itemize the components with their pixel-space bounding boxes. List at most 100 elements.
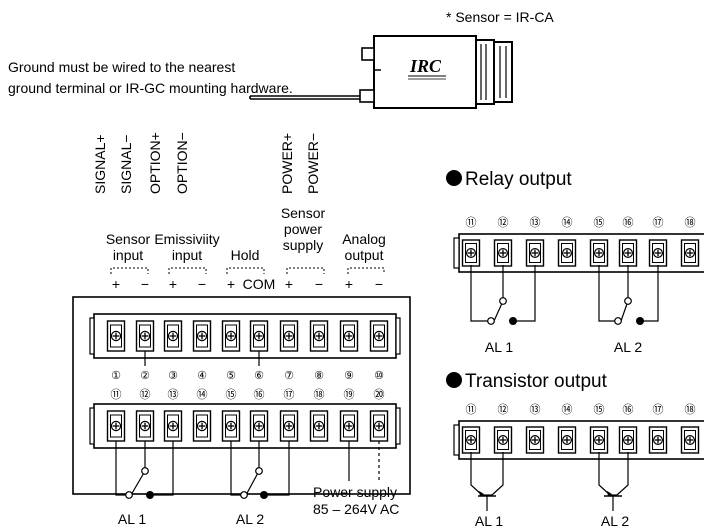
transistor-terminal-block (453, 420, 704, 460)
terminal-number: ⑯ (254, 388, 265, 401)
terminal-numbers-bottom: ⑪ ⑫ ⑬ ⑭ ⑮ ⑯ ⑰ ⑱ ⑲ ⑳ (111, 388, 385, 401)
screw-terminal (369, 320, 389, 352)
screw-terminal (618, 426, 638, 454)
group-hold: Hold (231, 247, 260, 263)
relay-alarm-label-1: AL 1 (485, 339, 513, 355)
screw-terminal (618, 239, 638, 267)
screw-terminal (221, 320, 241, 352)
sensor-note: * Sensor = IR-CA (446, 9, 554, 25)
cable-label-power-plus: POWER+ (279, 133, 295, 194)
group-label-line: power (284, 221, 322, 237)
screw-terminal (249, 320, 269, 352)
terminal-block (72, 296, 411, 495)
group-label-line: output (345, 247, 384, 263)
screw-terminal (493, 426, 513, 454)
screw-terminal (135, 320, 155, 352)
group-label-line: Analog (342, 231, 386, 247)
terminal-number: ⑰ (653, 216, 664, 229)
screw-terminal (557, 426, 577, 454)
group-label-line: Emissiviity (154, 231, 219, 247)
screw-terminal (589, 426, 609, 454)
group-emissivity-input: Emissiviity input (154, 231, 219, 263)
terminal-number: ⑳ (374, 388, 385, 401)
relay-wiring (470, 265, 659, 322)
terminal-number: ⑬ (530, 216, 541, 229)
screw-terminal (557, 239, 577, 267)
sensor-logo: IRC (409, 56, 442, 76)
screw-terminal (106, 410, 126, 442)
transistor-title: Transistor output (465, 371, 608, 392)
screw-terminal (525, 426, 545, 454)
terminal-number: ③ (168, 370, 178, 382)
terminal-number: ⑱ (685, 403, 696, 416)
relay-terminal-block (453, 233, 704, 273)
screw-terminal (369, 410, 389, 442)
relay-contacts (487, 297, 644, 325)
group-label-line: Sensor (106, 231, 151, 247)
screw-terminal (221, 410, 241, 442)
screw-terminal (339, 410, 359, 442)
relay-alarm-label-2: AL 2 (614, 339, 642, 355)
screw-terminal (648, 426, 668, 454)
screw-terminal (339, 320, 359, 352)
terminal-number: ⑰ (284, 388, 295, 401)
polarity-signs: + − + − + COM + − + − (112, 276, 383, 292)
terminal-number: ⑲ (344, 388, 355, 401)
terminal-number: ⑧ (314, 370, 324, 382)
group-label-line: Hold (231, 247, 260, 263)
terminal-number: ⑨ (344, 370, 354, 382)
sign-plus: + (227, 276, 235, 292)
terminal-numbers-top: ① ② ③ ④ ⑤ ⑥ ⑦ ⑧ ⑨ ⑩ (111, 370, 384, 382)
cable-labels: SIGNAL+ SIGNAL− OPTION+ OPTION− POWER+ P… (92, 132, 321, 194)
terminal-number: ⑦ (284, 370, 294, 382)
terminal-number: ⑤ (226, 370, 236, 382)
sensor-cable (249, 95, 360, 100)
cable-label-signal-plus: SIGNAL+ (92, 134, 108, 194)
internal-wiring (144, 351, 260, 366)
sign-minus: − (141, 276, 149, 292)
alarm-label-2: AL 2 (236, 511, 264, 527)
relay-numbers: ⑪ ⑫ ⑬ ⑭ ⑮ ⑯ ⑰ ⑱ (466, 216, 696, 229)
screw-terminal (525, 239, 545, 267)
relay-title: Relay output (465, 169, 572, 190)
screw-terminal (163, 410, 183, 442)
screw-terminal (135, 410, 155, 442)
terminal-number: ⑮ (594, 403, 605, 416)
terminal-number: ⑰ (653, 403, 664, 416)
group-label-line: supply (283, 237, 323, 253)
alarm-contacts (125, 467, 268, 499)
alarm-label-1: AL 1 (118, 511, 146, 527)
transistor-alarm-label-2: AL 2 (601, 513, 629, 529)
screw-terminal (279, 320, 299, 352)
screw-terminal (461, 426, 481, 454)
terminal-number: ⑥ (254, 370, 264, 382)
screw-terminal (279, 410, 299, 442)
terminal-number: ④ (197, 370, 207, 382)
group-sensor-input: Sensor input (106, 231, 151, 263)
group-label-line: Sensor (281, 205, 326, 221)
ground-note-line1: Ground must be wired to the nearest (8, 59, 235, 75)
screw-terminal (648, 239, 668, 267)
terminal-number: ⑪ (466, 403, 477, 416)
group-sensor-power-supply: Sensor power supply (281, 205, 326, 253)
terminal-number: ⑫ (140, 388, 151, 401)
terminal-number: ⑯ (623, 403, 634, 416)
terminal-number: ⑪ (466, 216, 477, 229)
group-analog-output: Analog output (342, 231, 386, 263)
group-label-line: input (172, 247, 202, 263)
terminal-number: ⑬ (530, 403, 541, 416)
transistor-bullet (446, 372, 462, 388)
power-supply-voltage: 85 – 264V AC (313, 501, 399, 517)
screw-terminal (680, 239, 700, 267)
screw-terminal (461, 239, 481, 267)
sign-plus: + (285, 276, 293, 292)
terminal-number: ⑬ (168, 388, 179, 401)
terminal-number: ⑩ (374, 370, 384, 382)
terminal-number: ② (140, 370, 150, 382)
transistor-arrows (479, 491, 612, 496)
sign-minus: − (198, 276, 206, 292)
cable-label-option-minus: OPTION− (174, 132, 190, 194)
screw-terminal (163, 320, 183, 352)
terminal-number: ⑱ (314, 388, 325, 401)
